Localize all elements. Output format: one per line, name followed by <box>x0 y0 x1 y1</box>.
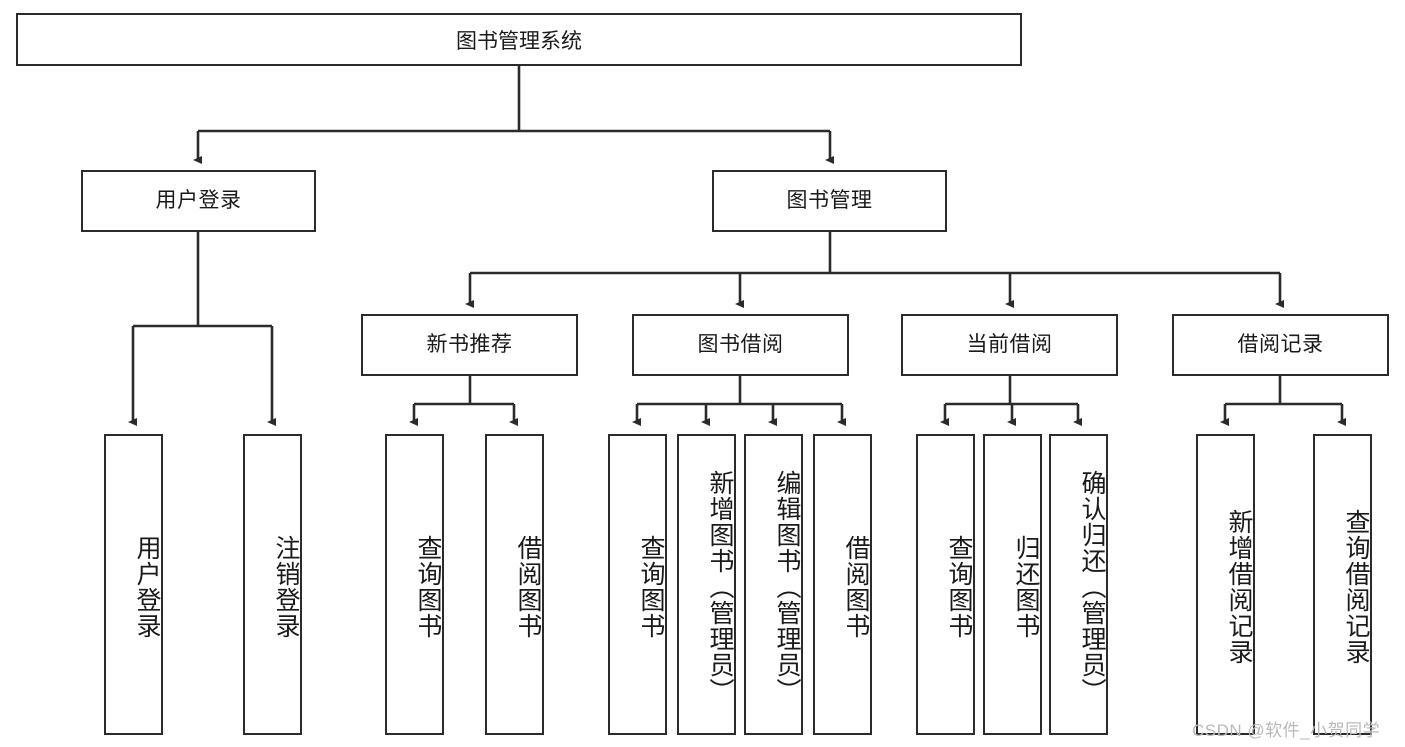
node-label: 用户登录 <box>155 189 242 213</box>
node-label: 查询借阅记录 <box>1342 508 1370 665</box>
node-label: 新增图书（管理员） <box>706 469 734 704</box>
node-label: 借阅图书 <box>842 534 870 639</box>
node-label: 新书推荐 <box>426 333 513 357</box>
node-label: 新增借阅记录 <box>1225 508 1253 665</box>
leaf-confirm-return-admin[interactable]: 确认归还（管理员） <box>1049 434 1108 735</box>
node-label: 确认归还（管理员） <box>1078 469 1106 704</box>
leaf-logout[interactable]: 注销登录 <box>243 434 302 735</box>
leaf-user-login[interactable]: 用户登录 <box>104 434 163 735</box>
leaf-query-book-current[interactable]: 查询图书 <box>916 434 975 735</box>
node-label: 图书借阅 <box>697 333 784 357</box>
node-label: 查询图书 <box>637 534 665 639</box>
node-label: 图书管理 <box>786 189 873 213</box>
leaf-query-book-borrow[interactable]: 查询图书 <box>608 434 667 735</box>
node-label: 用户登录 <box>133 534 161 639</box>
node-book-borrow[interactable]: 图书借阅 <box>632 314 849 376</box>
node-label: 查询图书 <box>945 534 973 639</box>
leaf-borrow-book-recommend[interactable]: 借阅图书 <box>485 434 544 735</box>
node-user-login[interactable]: 用户登录 <box>81 170 316 232</box>
node-label: 图书管理系统 <box>456 29 582 53</box>
node-new-book-recommend[interactable]: 新书推荐 <box>361 314 578 376</box>
leaf-query-book-recommend[interactable]: 查询图书 <box>385 434 444 735</box>
leaf-add-borrow-record[interactable]: 新增借阅记录 <box>1196 434 1255 735</box>
node-label: 注销登录 <box>272 534 300 639</box>
leaf-return-book[interactable]: 归还图书 <box>983 434 1042 735</box>
leaf-add-book-admin[interactable]: 新增图书（管理员） <box>677 434 736 735</box>
node-label: 当前借阅 <box>966 333 1053 357</box>
node-label: 归还图书 <box>1012 534 1040 639</box>
node-label: 查询图书 <box>414 534 442 639</box>
leaf-edit-book-admin[interactable]: 编辑图书（管理员） <box>744 434 803 735</box>
node-label: 编辑图书（管理员） <box>773 469 801 704</box>
node-label: 借阅记录 <box>1237 333 1324 357</box>
leaf-query-borrow-record[interactable]: 查询借阅记录 <box>1313 434 1372 735</box>
csdn-watermark: CSDN @软件_小贺同学 <box>1192 721 1381 740</box>
leaf-borrow-book[interactable]: 借阅图书 <box>813 434 872 735</box>
node-label: 借阅图书 <box>514 534 542 639</box>
node-root-system[interactable]: 图书管理系统 <box>16 13 1022 66</box>
node-borrow-record[interactable]: 借阅记录 <box>1172 314 1389 376</box>
node-book-management[interactable]: 图书管理 <box>712 170 947 232</box>
node-current-borrow[interactable]: 当前借阅 <box>901 314 1118 376</box>
